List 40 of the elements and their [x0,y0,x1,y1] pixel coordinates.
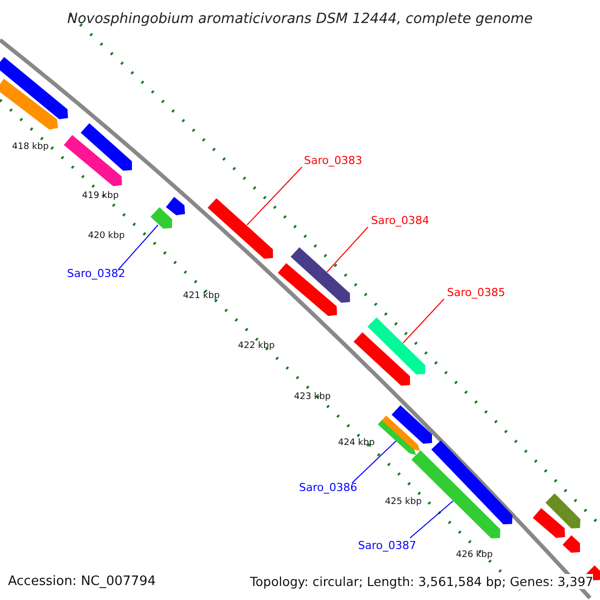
gene-block [532,508,565,538]
leader-line [352,440,396,484]
leader-line [402,298,444,344]
tick-label: 425 kbp [385,497,422,507]
tick-label: 426 kbp [456,550,493,560]
gene-block [290,247,350,303]
gene-block [0,57,68,120]
leader-line [326,226,368,272]
tick-label: 419 kbp [82,191,119,201]
leader-line [246,166,302,226]
leader-line [410,500,454,538]
tick-label: 424 kbp [338,438,375,448]
gene-block [545,493,580,528]
tick-label: 422 kbp [238,341,275,351]
gene-label: Saro_0383 [304,154,362,167]
gene-block [80,123,132,171]
tick-label: 418 kbp [12,142,49,152]
tick-label: 423 kbp [294,392,331,402]
gene-block [354,332,410,386]
gene-label: Saro_0386 [299,481,358,494]
title: Novosphingobium aromaticivorans DSM 12444, complete genome [67,11,533,27]
leader-line [118,224,158,270]
gene-block [166,196,185,216]
gene-block [562,535,580,553]
gene-label: Saro_0382 [67,267,126,280]
gene-block [64,135,122,186]
gene-block [208,198,273,259]
gene-block [367,317,426,374]
tick-label: 421 kbp [183,291,220,301]
gene-block [278,263,337,316]
gene-label: Saro_0385 [447,286,506,299]
gene-block [392,405,432,444]
gene-block [0,78,58,130]
gene-label: Saro_0384 [371,214,430,227]
gene-block [431,440,512,524]
info-text: Accession: NC_007794 [8,574,156,589]
gene-block [150,207,172,229]
tick-label: 420 kbp [88,231,125,241]
info-text: Topology: circular; Length: 3,561,584 bp; Genes: 3,397 [250,574,594,589]
gene-label: Saro_0387 [358,539,416,552]
